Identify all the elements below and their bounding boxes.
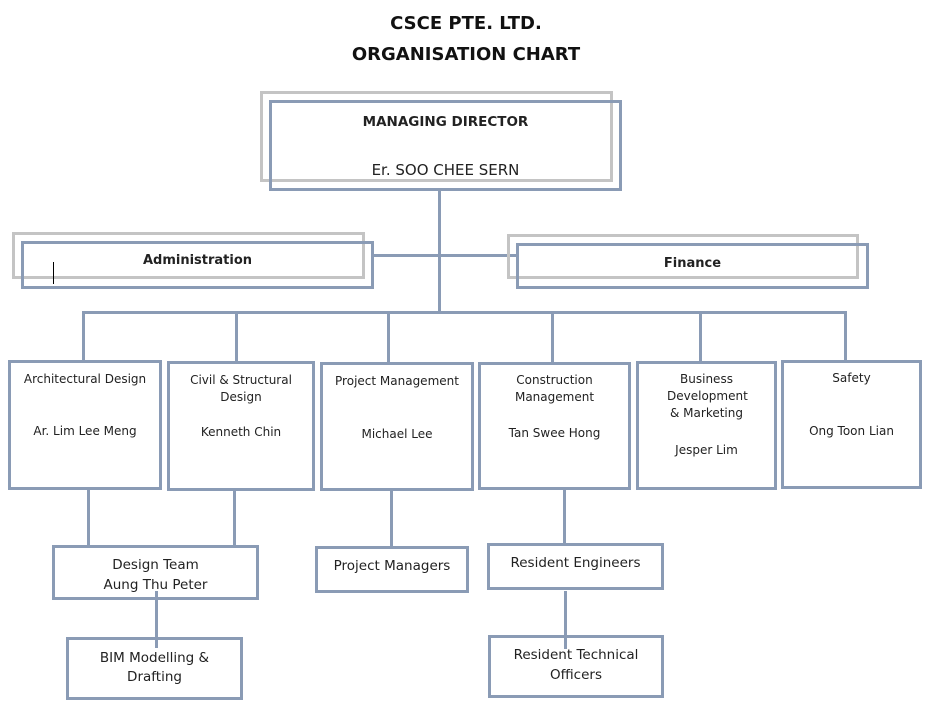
dept-name: Business Development & Marketing bbox=[667, 372, 748, 420]
resident-engineers-label: Resident Engineers bbox=[510, 555, 641, 571]
dept-head: Ong Toon Lian bbox=[809, 424, 894, 438]
connector-civil bbox=[235, 311, 238, 362]
admin-box-shadow bbox=[12, 232, 365, 279]
managing-director-box[interactable]: MANAGING DIRECTOR Er. SOO CHEE SERN bbox=[269, 100, 622, 191]
connector-civil-design-team bbox=[233, 489, 236, 546]
administration-label: Administration bbox=[142, 253, 253, 268]
dept-safety[interactable]: Safety Ong Toon Lian bbox=[781, 360, 922, 489]
connector-pm bbox=[387, 311, 390, 363]
finance-label: Finance bbox=[663, 256, 722, 271]
md-box-shadow bbox=[260, 91, 613, 182]
connector-admin bbox=[373, 254, 439, 257]
design-team-name: Aung Thu Peter bbox=[103, 577, 208, 593]
connector-arch bbox=[82, 311, 85, 362]
dept-name: Safety bbox=[832, 371, 871, 385]
dept-head: Jesper Lim bbox=[675, 443, 738, 457]
dept-head: Kenneth Chin bbox=[200, 425, 282, 439]
dept-name: Civil & Structural Design bbox=[190, 373, 292, 404]
project-managers-box[interactable]: Project Managers bbox=[315, 546, 469, 593]
bim-line1: BIM Modelling & bbox=[99, 650, 210, 666]
finance-box-shadow bbox=[507, 234, 859, 279]
dept-head: Tan Swee Hong bbox=[508, 426, 601, 440]
dept-head: Michael Lee bbox=[361, 427, 433, 441]
rto-line1: Resident Technical bbox=[513, 647, 639, 663]
dept-head: Ar. Lim Lee Meng bbox=[33, 424, 137, 438]
connector-cm-resident-engineers bbox=[563, 488, 566, 545]
md-name: Er. SOO CHEE SERN bbox=[371, 161, 520, 179]
rto-line2: Officers bbox=[550, 667, 602, 683]
connector-finance bbox=[440, 254, 518, 257]
resident-engineers-box[interactable]: Resident Engineers bbox=[487, 543, 664, 590]
connector-re-rto bbox=[564, 591, 567, 649]
resident-technical-officers-box[interactable]: Resident Technical Officers bbox=[488, 635, 664, 698]
text-cursor bbox=[53, 262, 54, 284]
md-role: MANAGING DIRECTOR bbox=[362, 114, 529, 130]
dept-name: Construction Management bbox=[514, 373, 595, 404]
design-team-role: Design Team bbox=[112, 557, 199, 573]
dept-civil-structural-design[interactable]: Civil & Structural Design Kenneth Chin bbox=[167, 361, 315, 491]
bim-modelling-box[interactable]: BIM Modelling & Drafting bbox=[66, 637, 243, 700]
finance-box[interactable]: Finance bbox=[516, 243, 869, 289]
dept-architectural-design[interactable]: Architectural Design Ar. Lim Lee Meng bbox=[8, 360, 162, 490]
connector-md-trunk bbox=[438, 189, 441, 311]
connector-cm bbox=[551, 311, 554, 363]
dept-project-management[interactable]: Project Management Michael Lee bbox=[320, 362, 474, 491]
bim-line2: Drafting bbox=[127, 669, 182, 685]
dept-construction-management[interactable]: Construction Management Tan Swee Hong bbox=[478, 362, 631, 490]
connector-safety bbox=[844, 311, 847, 362]
dept-name: Project Management bbox=[335, 374, 459, 388]
connector-pm-project-managers bbox=[390, 489, 393, 547]
project-managers-label: Project Managers bbox=[333, 558, 451, 574]
administration-box[interactable]: Administration bbox=[21, 241, 374, 289]
dept-business-development-marketing[interactable]: Business Development & Marketing Jesper … bbox=[636, 361, 777, 490]
connector-design-team-bim bbox=[155, 591, 158, 648]
connector-bd bbox=[699, 311, 702, 362]
dept-name: Architectural Design bbox=[23, 372, 147, 386]
chart-title: ORGANISATION CHART bbox=[351, 44, 581, 65]
company-name: CSCE PTE. LTD. bbox=[390, 13, 542, 34]
connector-dept-bus bbox=[82, 311, 847, 314]
connector-arch-design-team bbox=[87, 488, 90, 546]
design-team-box[interactable]: Design Team Aung Thu Peter bbox=[52, 545, 259, 600]
